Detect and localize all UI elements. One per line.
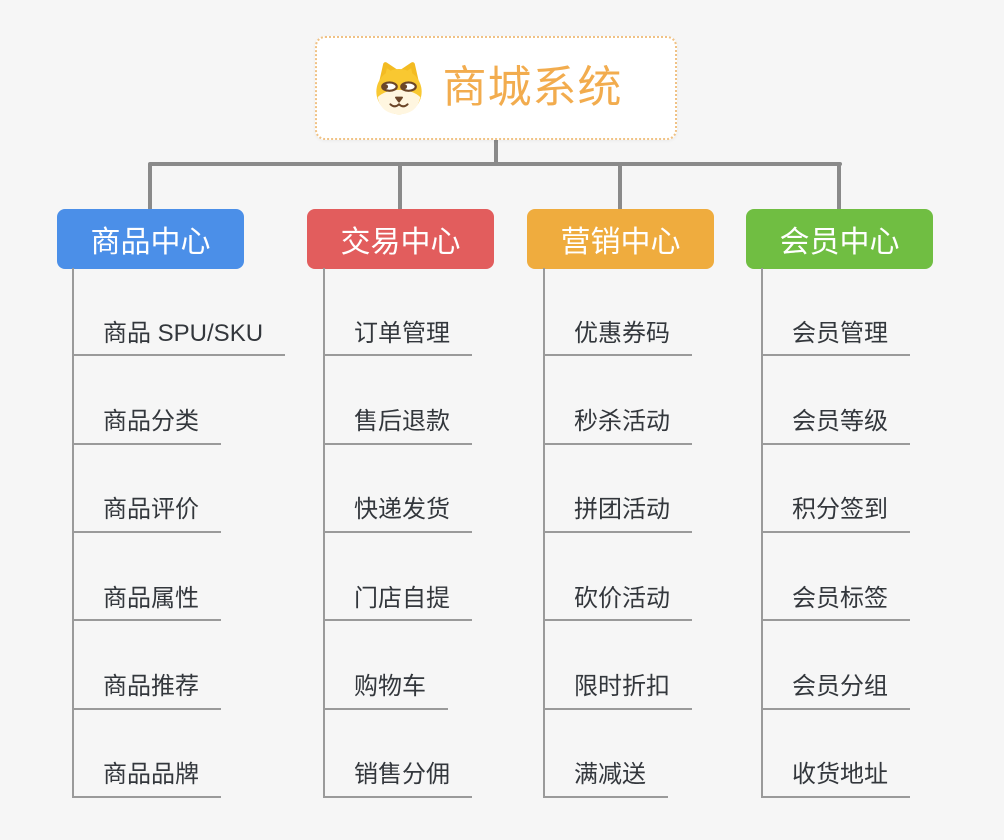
topic-label[interactable]: 会员等级 bbox=[763, 408, 910, 445]
branch-item: 秒杀活动 bbox=[545, 356, 779, 445]
topic-label[interactable]: 销售分佣 bbox=[325, 761, 472, 798]
branch-header-trade-center[interactable]: 交易中心 bbox=[307, 209, 494, 269]
branch-item: 商品评价 bbox=[74, 445, 308, 533]
topic-label[interactable]: 积分签到 bbox=[763, 496, 910, 533]
branch-header-label: 会员中心 bbox=[779, 226, 900, 259]
dog-face-icon bbox=[375, 62, 422, 115]
topic-label[interactable]: 售后退款 bbox=[325, 408, 472, 445]
branch-item: 积分签到 bbox=[763, 445, 997, 533]
topic-label[interactable]: 商品品牌 bbox=[74, 761, 221, 798]
connector-drop-member bbox=[837, 164, 841, 210]
branch-item: 订单管理 bbox=[325, 268, 559, 357]
topic-label[interactable]: 收货地址 bbox=[763, 761, 910, 798]
topic-label[interactable]: 商品分类 bbox=[74, 408, 221, 445]
branch-item: 商品推荐 bbox=[74, 621, 308, 710]
branch-item: 售后退款 bbox=[325, 356, 559, 445]
topic-label[interactable]: 商品 SPU/SKU bbox=[74, 320, 286, 357]
branch-item: 拼团活动 bbox=[545, 445, 779, 533]
branch-header-label: 营销中心 bbox=[560, 226, 681, 259]
branch-item: 商品 SPU/SKU bbox=[74, 268, 308, 357]
branch-item: 销售分佣 bbox=[325, 710, 559, 798]
branch-item: 会员标签 bbox=[763, 533, 997, 622]
connector-drop-trade bbox=[398, 164, 402, 210]
branch-item: 商品属性 bbox=[74, 533, 308, 622]
topic-label[interactable]: 商品评价 bbox=[74, 496, 221, 533]
connector-root-stem bbox=[494, 138, 498, 164]
branch-header-marketing-center[interactable]: 营销中心 bbox=[527, 209, 714, 269]
branch-item: 快递发货 bbox=[325, 445, 559, 533]
connector-rail bbox=[148, 162, 842, 166]
topic-label[interactable]: 订单管理 bbox=[325, 320, 472, 357]
topic-label[interactable]: 限时折扣 bbox=[545, 673, 692, 710]
branch-item: 砍价活动 bbox=[545, 533, 779, 622]
branch-header-label: 交易中心 bbox=[340, 226, 461, 259]
branch-item: 购物车 bbox=[325, 621, 559, 710]
branch-item: 收货地址 bbox=[763, 710, 997, 798]
branch-header-member-center[interactable]: 会员中心 bbox=[746, 209, 933, 269]
topic-label[interactable]: 会员管理 bbox=[763, 320, 910, 357]
connector-drop-product bbox=[148, 164, 152, 210]
branch-items-trade-center: 订单管理 售后退款 快递发货 门店自提 购物车 销售分佣 bbox=[323, 268, 559, 798]
branch-items-marketing-center: 优惠券码 秒杀活动 拼团活动 砍价活动 限时折扣 满减送 bbox=[543, 268, 779, 798]
topic-label[interactable]: 砍价活动 bbox=[545, 585, 692, 622]
branch-header-product-center[interactable]: 商品中心 bbox=[57, 209, 244, 269]
branch-items-product-center: 商品 SPU/SKU 商品分类 商品评价 商品属性 商品推荐 商品品牌 bbox=[72, 268, 308, 798]
topic-label[interactable]: 秒杀活动 bbox=[545, 408, 692, 445]
topic-label[interactable]: 购物车 bbox=[325, 673, 448, 710]
topic-label[interactable]: 优惠券码 bbox=[545, 320, 692, 357]
branch-header-label: 商品中心 bbox=[90, 226, 211, 259]
topic-label[interactable]: 门店自提 bbox=[325, 585, 472, 622]
branch-item: 会员分组 bbox=[763, 621, 997, 710]
connector-drop-marketing bbox=[618, 164, 622, 210]
topic-label[interactable]: 会员分组 bbox=[763, 673, 910, 710]
topic-label[interactable]: 会员标签 bbox=[763, 585, 910, 622]
branch-items-member-center: 会员管理 会员等级 积分签到 会员标签 会员分组 收货地址 bbox=[761, 268, 997, 798]
topic-label[interactable]: 快递发货 bbox=[325, 496, 472, 533]
branch-item: 优惠券码 bbox=[545, 268, 779, 357]
topic-label[interactable]: 满减送 bbox=[545, 761, 668, 798]
topic-label[interactable]: 拼团活动 bbox=[545, 496, 692, 533]
branch-item: 满减送 bbox=[545, 710, 779, 798]
branch-item: 门店自提 bbox=[325, 533, 559, 622]
branch-item: 会员等级 bbox=[763, 356, 997, 445]
mindmap-root-node[interactable]: 商城系统 bbox=[315, 36, 677, 140]
branch-item: 会员管理 bbox=[763, 268, 997, 357]
branch-item: 限时折扣 bbox=[545, 621, 779, 710]
branch-item: 商品分类 bbox=[74, 356, 308, 445]
branch-item: 商品品牌 bbox=[74, 710, 308, 798]
topic-label[interactable]: 商品推荐 bbox=[74, 673, 221, 710]
topic-label[interactable]: 商品属性 bbox=[74, 585, 221, 622]
root-topic-label: 商城系统 bbox=[442, 63, 623, 112]
